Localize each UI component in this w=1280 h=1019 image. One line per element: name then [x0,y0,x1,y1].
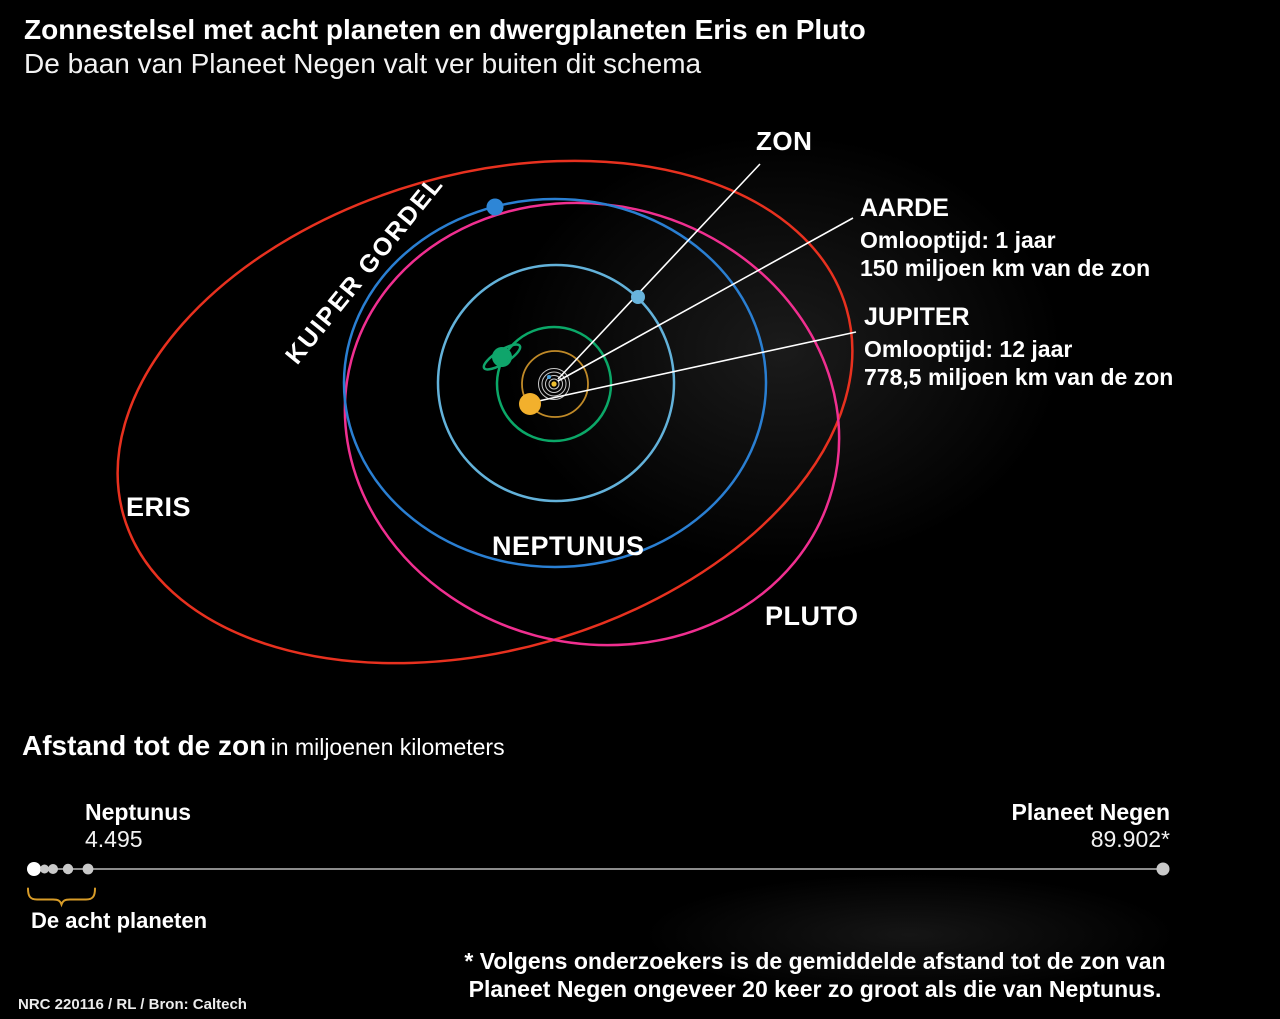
planeet-negen-scale-value: 89.902* [1090,826,1170,852]
distance-section-heading: Afstand tot de zon in miljoenen kilomete… [22,730,505,762]
planet-cluster-dot-3 [48,864,58,874]
eight-planets-brace [27,887,96,908]
saturn-icon [482,343,522,371]
earth-dot [547,375,551,379]
saturnus-orbit [495,325,613,443]
distance-heading-title: Afstand tot de zon [22,730,267,761]
neptunus-planet-dot [486,198,504,216]
neptunus-scale-name: Neptunus [85,799,192,825]
inner-orbit-venus [545,375,563,393]
uranus-orbit [436,263,676,503]
jupiter-name: JUPITER [864,303,970,331]
eris-label: ERIS [126,492,192,522]
planet-cluster-dot-2 [40,864,49,874]
pluto-label: PLUTO [765,601,859,631]
jupiter-callout: JUPITER Omlooptijd: 12 jaar 778,5 miljoe… [864,303,1173,391]
planeet-negen-scale-name: Planeet Negen [1011,799,1171,825]
planet-cluster-dot-1 [27,862,41,876]
jupiter-planet-dot [519,393,541,415]
inner-orbit-earth [541,371,567,397]
eris-orbit [116,159,854,665]
credit-line: NRC 220116 / RL / Bron: Caltech [18,996,247,1013]
saturn-ring [482,343,522,371]
page-subtitle: De baan van Planeet Negen valt ver buite… [24,48,702,79]
aarde-name: AARDE [860,194,949,222]
jupiter-orbit-period: Omlooptijd: 12 jaar [864,336,1073,362]
planeet-negen-dot [1156,862,1170,876]
aarde-leader-line [557,217,854,382]
jupiter-orbit [521,350,589,418]
aarde-callout: AARDE Omlooptijd: 1 jaar 150 miljoen km … [860,194,1150,282]
uranus-planet-dot [631,290,645,304]
aarde-orbit-period: Omlooptijd: 1 jaar [860,227,1056,253]
footnote: * Volgens onderzoekers is de gemiddelde … [420,947,1210,1003]
neptunus-orbit [342,197,768,569]
sun-dot [551,381,557,387]
inner-orbit-mars [538,368,570,400]
background-glow-footnote [540,850,1280,1019]
zon-label: ZON [756,126,813,156]
neptunus-scale-value: 4.495 [85,826,143,852]
zon-leader-line [557,163,761,380]
planet-cluster-dot-5 [82,863,94,875]
page-title: Zonnestelsel met acht planeten en dwergp… [24,14,866,45]
planet-cluster-dot-4 [62,863,74,875]
jupiter-leader-line [533,331,857,403]
neptunus-scale-label: Neptunus 4.495 [85,799,191,853]
inner-orbit-mercurius [548,378,560,390]
eight-planets-label: De acht planeten [31,908,208,933]
pluto-orbit [343,201,841,647]
jupiter-distance: 778,5 miljoen km van de zon [864,364,1174,390]
planeet-negen-scale-label: Planeet Negen 89.902* [1012,799,1171,853]
footnote-line-2: Planeet Negen ongeveer 20 keer zo groot … [468,976,1162,1002]
background-glow-center [330,80,1110,680]
aarde-distance: 150 miljoen km van de zon [860,255,1151,281]
footnote-line-1: * Volgens onderzoekers is de gemiddelde … [464,948,1166,974]
neptunus-label: NEPTUNUS [492,531,645,561]
distance-heading-units: in miljoenen kilometers [270,734,505,760]
